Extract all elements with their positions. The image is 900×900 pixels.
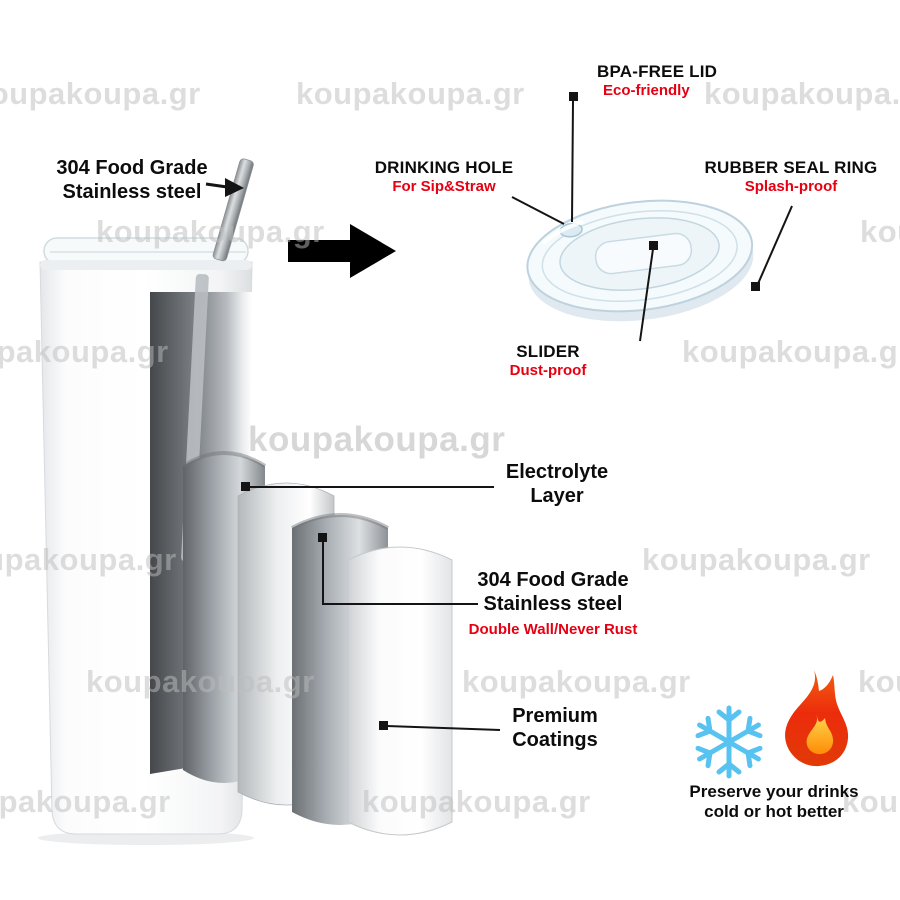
- preserve-drinks-callout: Preserve your drinks cold or hot better: [664, 782, 884, 823]
- bpa-lid-callout: BPA-FREE LID Eco-friendly: [597, 62, 717, 100]
- electrolyte-layer-callout: Electrolyte Layer: [498, 460, 616, 508]
- preserve-line2: cold or hot better: [704, 802, 844, 822]
- slider-subtitle: Dust-proof: [509, 362, 587, 380]
- wall-material-line1: 304 Food Grade: [477, 569, 629, 591]
- wall-layers: [181, 451, 453, 836]
- drinking-hole-subtitle: For Sip&Straw: [392, 178, 496, 196]
- drinking-hole-title: DRINKING HOLE: [374, 158, 514, 177]
- straw: [212, 158, 254, 262]
- bpa-lid-title: BPA-FREE LID: [597, 62, 718, 81]
- wall-material-callout: 304 Food Grade Stainless steel Double Wa…: [463, 568, 643, 639]
- bpa-lid-subtitle: Eco-friendly: [603, 82, 690, 100]
- rubber-seal-ring-callout: RUBBER SEAL RING Splash-proof: [694, 158, 888, 196]
- arrow-right-icon: [288, 224, 396, 278]
- wall-material-line2: Stainless steel: [483, 593, 623, 615]
- flame-icon: [785, 670, 849, 767]
- straw-material-callout: 304 Food Grade Stainless steel: [42, 156, 222, 204]
- premium-coatings-line2: Coatings: [512, 729, 598, 751]
- wall-material-subtitle: Double Wall/Never Rust: [468, 621, 638, 638]
- preserve-line1: Preserve your drinks: [689, 782, 859, 801]
- annotation-lines: [205, 92, 793, 731]
- drinking-hole-callout: DRINKING HOLE For Sip&Straw: [366, 158, 522, 196]
- premium-coatings-callout: Premium Coatings: [496, 704, 614, 752]
- slider-callout: SLIDER Dust-proof: [500, 342, 596, 380]
- electrolyte-layer-line1: Electrolyte: [505, 461, 609, 483]
- snowflake-icon: [695, 705, 763, 779]
- rubber-seal-ring-title: RUBBER SEAL RING: [704, 158, 878, 177]
- tumbler-lid: [40, 237, 252, 270]
- lid-illustration: [526, 199, 754, 322]
- straw-material-line1: 304 Food Grade: [56, 157, 208, 179]
- slider-title: SLIDER: [516, 342, 580, 361]
- premium-coatings-line1: Premium: [512, 705, 598, 727]
- rubber-seal-ring-subtitle: Splash-proof: [744, 178, 838, 196]
- straw-material-line2: Stainless steel: [62, 181, 202, 203]
- electrolyte-layer-line2: Layer: [530, 485, 584, 507]
